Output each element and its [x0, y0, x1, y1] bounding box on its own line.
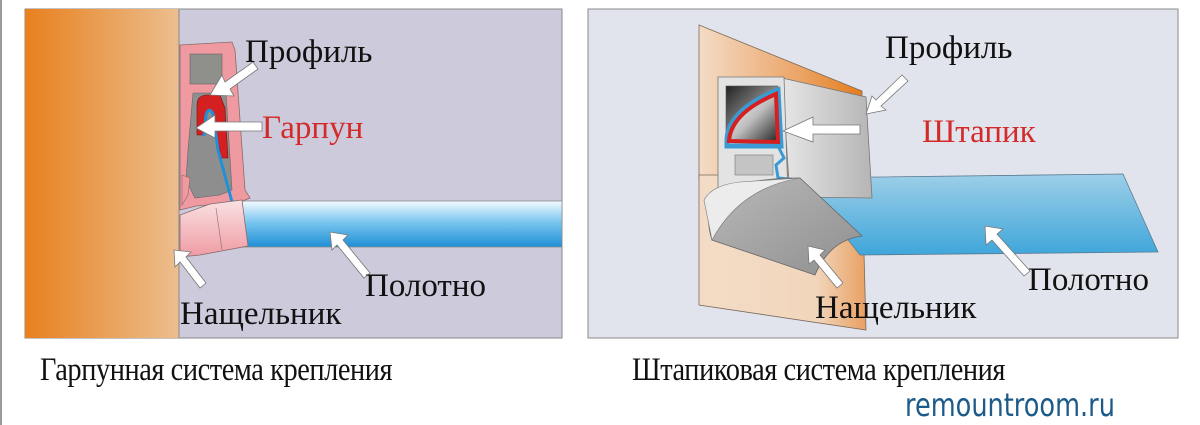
- bead-system-panel: Профиль Штапик Полотно Нащельник: [587, 8, 1179, 339]
- watermark: remountroom.ru: [905, 386, 1115, 424]
- bead-shape: [726, 91, 781, 145]
- profile-cavity-top: [189, 53, 223, 85]
- label-trim-right: Нащельник: [815, 290, 977, 326]
- arrow-icons: [173, 61, 371, 289]
- wall: [25, 9, 179, 338]
- label-bead: Штапик: [922, 114, 1037, 150]
- label-profile-right: Профиль: [885, 30, 1012, 66]
- label-harpoon: Гарпун: [262, 110, 363, 146]
- label-trim-left: Нащельник: [180, 296, 342, 332]
- harpoon-system-panel: Профиль Гарпун Полотно Нащельник: [24, 8, 563, 339]
- caption-bead-system: Штапиковая система крепления: [632, 352, 1006, 388]
- label-profile-left: Профиль: [245, 34, 372, 70]
- caption-harpoon-system: Гарпунная система крепления: [40, 352, 393, 388]
- label-canvas-left: Полотно: [365, 268, 486, 304]
- arrow-icons-right: [781, 74, 1031, 289]
- image-edge: [0, 0, 2, 425]
- label-canvas-right: Полотно: [1028, 262, 1149, 298]
- canvas-membrane: [239, 200, 563, 248]
